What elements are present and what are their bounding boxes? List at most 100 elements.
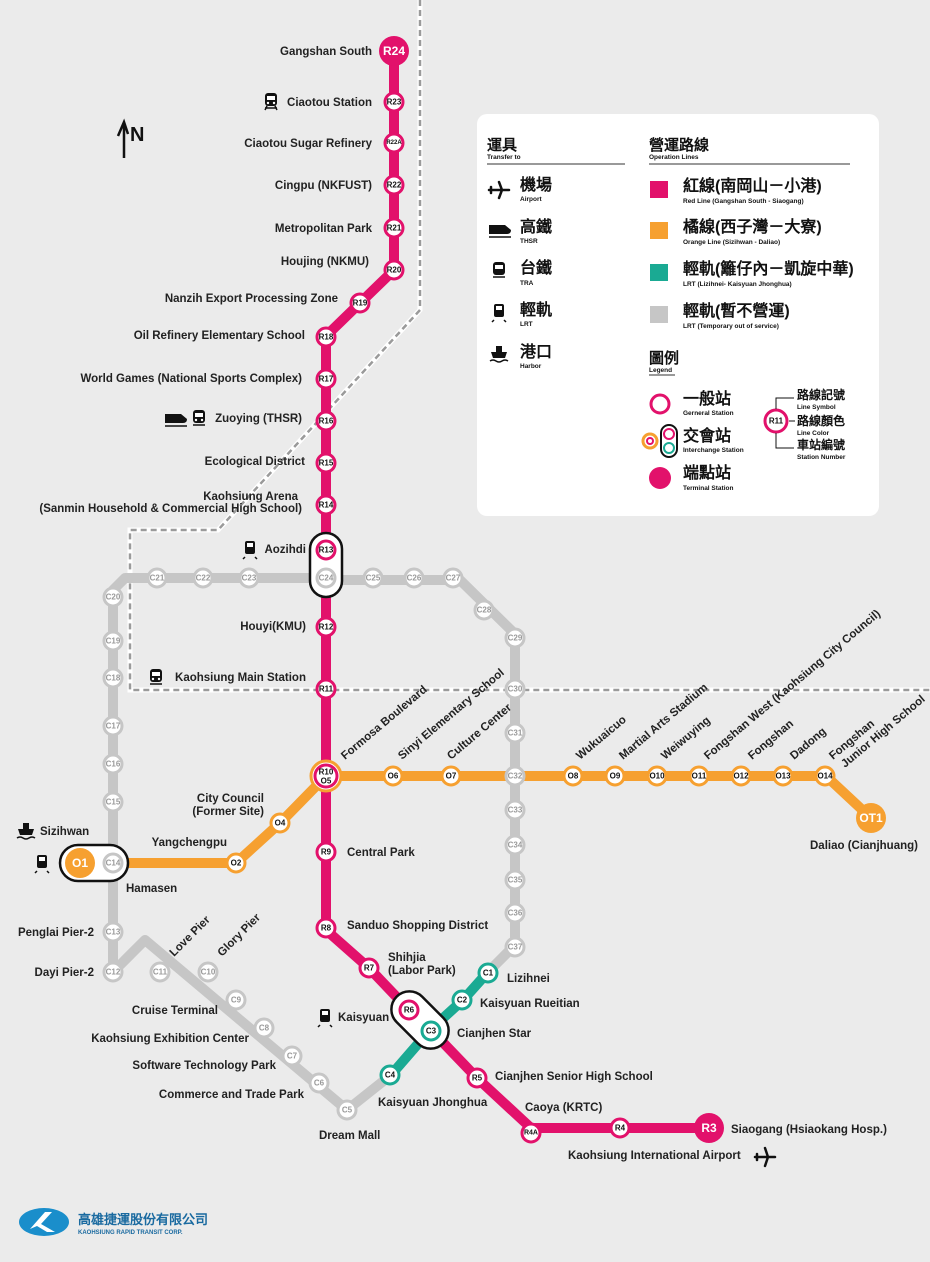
svg-text:C1: C1 [483, 969, 494, 978]
label-o2: Yangchengpu [152, 837, 227, 849]
station-c30[interactable]: C30 [504, 678, 526, 700]
station-o1[interactable]: O1 [65, 848, 95, 878]
label-r18: Oil Refinery Elementary School [134, 330, 305, 342]
station-r13[interactable]: R13 [315, 539, 337, 561]
station-r21[interactable]: R21 [383, 217, 405, 239]
station-c2[interactable]: C2 [451, 989, 473, 1011]
label-r13: Aozihdi [264, 544, 306, 556]
station-r8[interactable]: R8 [315, 917, 337, 939]
legend-interchange-station [641, 424, 678, 458]
svg-text:R23: R23 [387, 98, 402, 107]
station-r7[interactable]: R7 [358, 957, 380, 979]
svg-text:O5: O5 [321, 777, 332, 786]
station-r22[interactable]: R22 [383, 174, 405, 196]
station-o12[interactable]: O12 [730, 765, 752, 787]
station-r14[interactable]: R14 [315, 494, 337, 516]
station-r3[interactable]: R3 [694, 1113, 724, 1143]
svg-text:O11: O11 [692, 772, 707, 781]
station-c12[interactable]: C12 [102, 961, 124, 983]
station-r4[interactable]: R4 [609, 1117, 631, 1139]
tra-icon-ciaotou [264, 93, 278, 111]
station-c8[interactable]: C8 [253, 1017, 275, 1039]
station-r24[interactable]: R24 [379, 36, 409, 66]
svg-text:C29: C29 [508, 634, 523, 643]
station-o6[interactable]: O6 [382, 765, 404, 787]
station-c33[interactable]: C33 [504, 799, 526, 821]
svg-text:O7: O7 [446, 772, 457, 781]
station-c6[interactable]: C6 [308, 1072, 330, 1094]
station-o8[interactable]: O8 [562, 765, 584, 787]
station-o9[interactable]: O9 [604, 765, 626, 787]
station-c29[interactable]: C29 [504, 627, 526, 649]
station-o13[interactable]: O13 [772, 765, 794, 787]
station-c16[interactable]: C16 [102, 753, 124, 775]
svg-text:R17: R17 [319, 375, 334, 384]
station-c18[interactable]: C18 [102, 667, 124, 689]
svg-text:C17: C17 [106, 722, 121, 731]
station-c24[interactable]: C24 [315, 567, 337, 589]
station-r18[interactable]: R18 [315, 326, 337, 348]
station-c3[interactable]: C3 [420, 1020, 442, 1042]
station-c10[interactable]: C10 [197, 961, 219, 983]
svg-text:O14: O14 [817, 772, 833, 781]
svg-text:Line Color: Line Color [797, 430, 830, 437]
station-r12[interactable]: R12 [315, 616, 337, 638]
station-c11[interactable]: C11 [149, 961, 171, 983]
label-r6: Kaisyuan [338, 1012, 389, 1024]
station-r20[interactable]: R20 [383, 259, 405, 281]
station-r4a[interactable]: R4A [520, 1122, 542, 1144]
station-o11[interactable]: O11 [688, 765, 710, 787]
svg-text:C27: C27 [446, 574, 461, 583]
station-c31[interactable]: C31 [504, 722, 526, 744]
station-c35[interactable]: C35 [504, 869, 526, 891]
station-o4[interactable]: O4 [269, 812, 291, 834]
label-r8: Sanduo Shopping District [347, 920, 488, 932]
station-c23[interactable]: C23 [238, 567, 260, 589]
label-c9: Cruise Terminal [132, 1005, 218, 1017]
station-c5[interactable]: C5 [336, 1099, 358, 1121]
station-r23[interactable]: R23 [383, 91, 405, 113]
north-arrow: N [116, 118, 144, 158]
station-o14[interactable]: O14 [814, 765, 836, 787]
station-c25[interactable]: C25 [362, 567, 384, 589]
station-o2[interactable]: O2 [225, 852, 247, 874]
station-r22a[interactable]: R22A [383, 132, 405, 154]
station-r16[interactable]: R16 [315, 410, 337, 432]
station-r9[interactable]: R9 [315, 841, 337, 863]
station-c27[interactable]: C27 [442, 567, 464, 589]
station-c1[interactable]: C1 [477, 962, 499, 984]
legend-swatch-red [650, 181, 668, 198]
station-c34[interactable]: C34 [504, 834, 526, 856]
station-c7[interactable]: C7 [281, 1045, 303, 1067]
svg-text:紅線(南岡山－小港): 紅線(南岡山－小港) [683, 176, 822, 195]
station-r19[interactable]: R19 [349, 292, 371, 314]
station-c9[interactable]: C9 [225, 989, 247, 1011]
station-r17[interactable]: R17 [315, 368, 337, 390]
station-c37[interactable]: C37 [504, 936, 526, 958]
station-ot1[interactable]: OT1 [856, 803, 886, 833]
station-r11[interactable]: R11 [315, 678, 337, 700]
station-r10-o5[interactable]: R10 O5 [309, 759, 343, 793]
station-c17[interactable]: C17 [102, 715, 124, 737]
station-o10[interactable]: O10 [646, 765, 668, 787]
station-c36[interactable]: C36 [504, 902, 526, 924]
station-r15[interactable]: R15 [315, 452, 337, 474]
station-c14[interactable]: C14 [102, 852, 124, 874]
svg-text:Terminal Station: Terminal Station [683, 485, 733, 492]
lrt-teal-line [386, 967, 493, 1080]
svg-text:R14: R14 [319, 501, 334, 510]
station-c13[interactable]: C13 [102, 921, 124, 943]
station-o7[interactable]: O7 [440, 765, 462, 787]
station-c22[interactable]: C22 [192, 567, 214, 589]
station-r6[interactable]: R6 [398, 999, 420, 1021]
station-c20[interactable]: C20 [102, 586, 124, 608]
station-c26[interactable]: C26 [403, 567, 425, 589]
station-c21[interactable]: C21 [146, 567, 168, 589]
station-c19[interactable]: C19 [102, 630, 124, 652]
station-c15[interactable]: C15 [102, 791, 124, 813]
station-c28[interactable]: C28 [473, 599, 495, 621]
station-c32[interactable]: C32 [504, 765, 526, 787]
station-c4[interactable]: C4 [379, 1064, 401, 1086]
station-r5[interactable]: R5 [466, 1067, 488, 1089]
svg-text:O8: O8 [568, 772, 579, 781]
